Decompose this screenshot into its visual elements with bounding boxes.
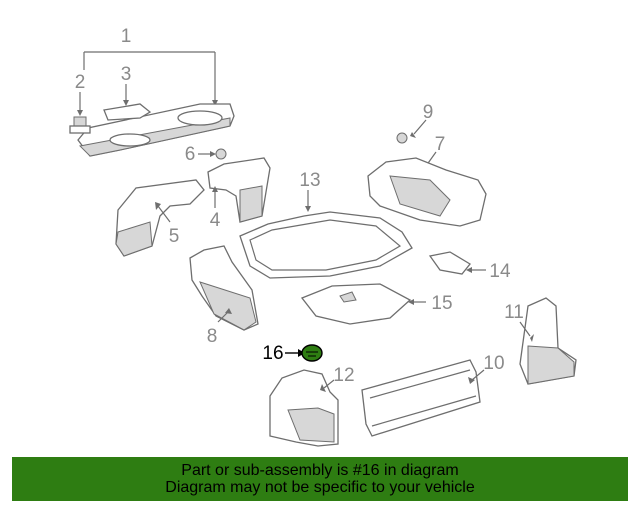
banner-line-2: Diagram may not be specific to your vehi… xyxy=(165,479,475,496)
callout-9: 9 xyxy=(423,102,434,123)
callout-15: 15 xyxy=(431,293,452,314)
part-6-fastener xyxy=(198,148,227,160)
callout-11: 11 xyxy=(504,302,524,323)
callout-10: 10 xyxy=(483,353,504,374)
part-2-clip xyxy=(69,92,91,134)
part-3-cover xyxy=(103,84,152,121)
callout-2: 2 xyxy=(75,72,86,93)
part-16-highlighted xyxy=(285,344,323,362)
callout-3: 3 xyxy=(121,64,132,85)
part-4-trim xyxy=(207,157,271,223)
part-5-side-trim xyxy=(115,179,205,257)
callout-12: 12 xyxy=(333,365,354,386)
part-12-rear-corner xyxy=(269,369,339,447)
callout-7: 7 xyxy=(435,134,446,155)
part-11-right-trim xyxy=(519,297,577,385)
part-13-trunk-mat xyxy=(239,190,413,279)
part-7-side-compartment xyxy=(367,151,487,227)
callout-16: 16 xyxy=(262,343,283,364)
callout-4: 4 xyxy=(210,210,221,231)
callout-5: 5 xyxy=(169,226,180,247)
callout-8: 8 xyxy=(207,326,218,347)
callout-13: 13 xyxy=(299,170,320,191)
info-banner: Part or sub-assembly is #16 in diagram D… xyxy=(12,457,628,501)
part-1-package-tray xyxy=(77,51,235,157)
callout-6: 6 xyxy=(185,144,196,165)
banner-line-1: Part or sub-assembly is #16 in diagram xyxy=(181,462,459,479)
callout-14: 14 xyxy=(489,261,511,282)
callout-1: 1 xyxy=(121,26,132,47)
part-8-side-panel xyxy=(189,245,259,331)
part-9-bolt xyxy=(396,119,427,144)
part-14-plate xyxy=(428,251,486,275)
part-10-rear-panel xyxy=(361,359,485,437)
part-15-floor-cover xyxy=(300,283,426,325)
